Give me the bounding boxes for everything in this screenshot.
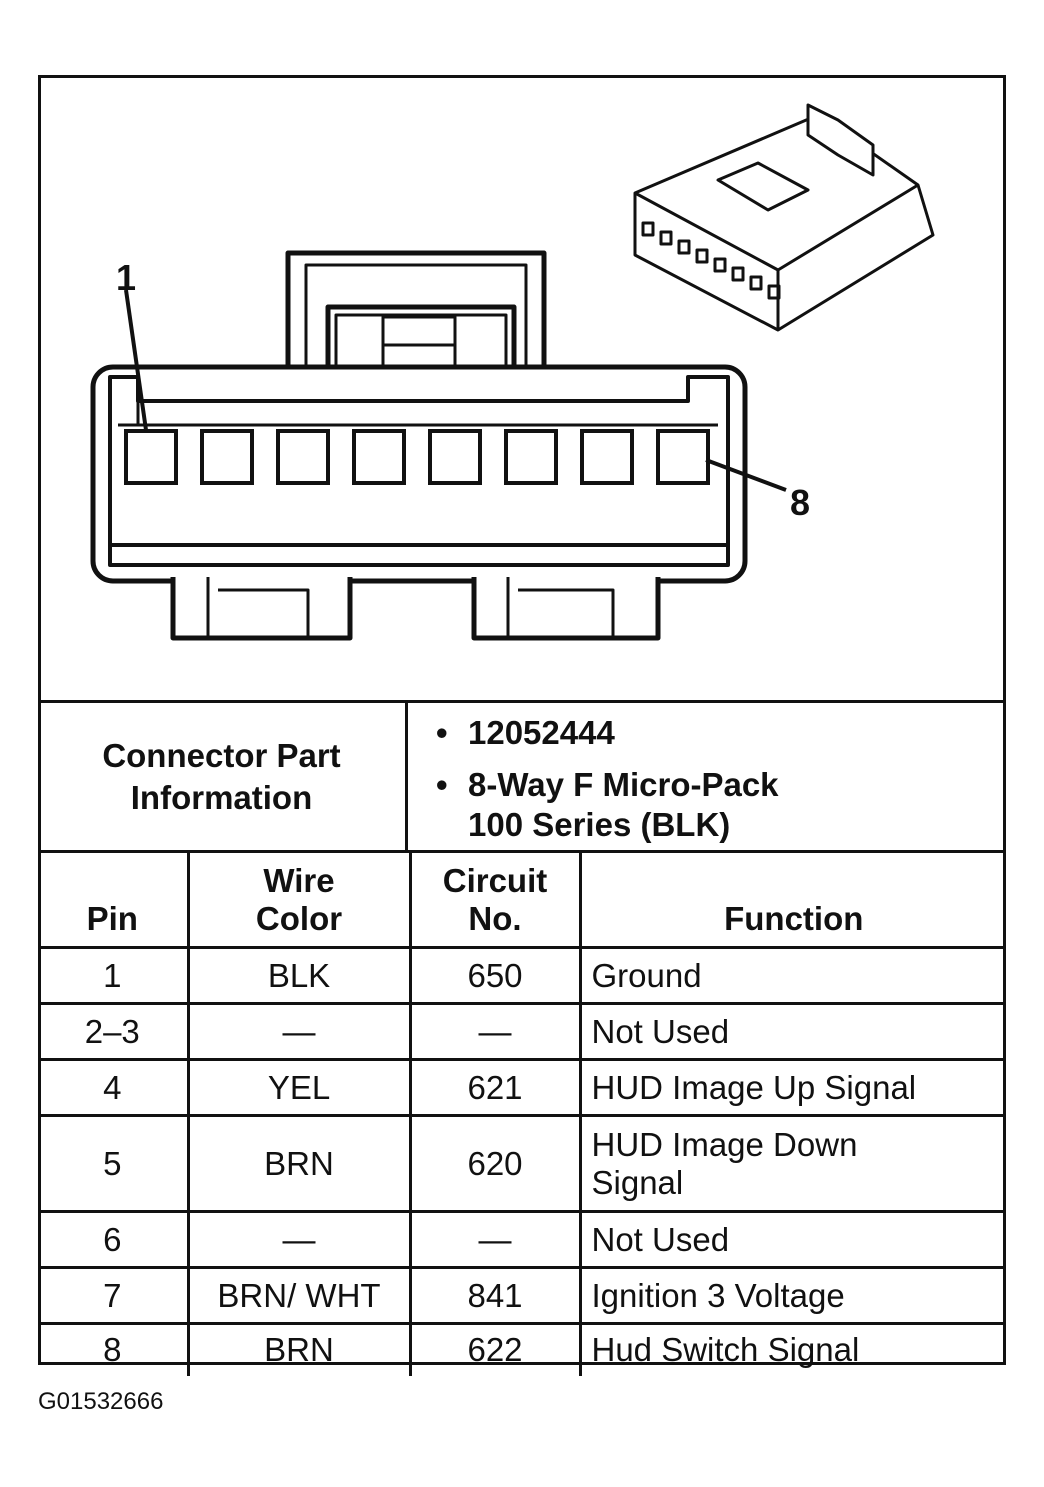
cell-circuit: —	[408, 1002, 582, 1061]
connector-isometric-view	[633, 103, 935, 332]
cell-pin: 7	[38, 1266, 190, 1325]
pin-cavity	[124, 429, 178, 485]
table-row: 6 — — Not Used	[38, 1210, 1006, 1269]
bullet: •	[436, 766, 448, 803]
cell-pin: 2–3	[38, 1002, 190, 1061]
iso-pin-cavities	[641, 221, 781, 300]
table-row: 1 BLK 650 Ground	[38, 946, 1006, 1005]
pin-cavity	[200, 429, 254, 485]
cell-wire-color: BRN	[186, 1114, 412, 1213]
cell-function: Ignition 3 Voltage	[578, 1266, 1006, 1325]
pin-cavity	[504, 429, 558, 485]
cell-wire-color: BRN	[186, 1322, 412, 1376]
bullet: •	[436, 714, 448, 751]
part-number: 12052444	[468, 714, 615, 751]
pin-cavity	[428, 429, 482, 485]
cell-pin: 8	[38, 1322, 190, 1376]
cell-function: Ground	[578, 946, 1006, 1005]
cell-circuit: 621	[408, 1058, 582, 1117]
pin-1-label: 1	[116, 257, 136, 298]
pin-cavity	[580, 429, 634, 485]
header-function: Function	[578, 850, 1006, 949]
table-row: 7 BRN/ WHT 841 Ignition 3 Voltage	[38, 1266, 1006, 1325]
connector-info-label: Connector Part Information	[38, 703, 408, 850]
header-pin: Pin	[38, 850, 190, 949]
connector-diagram: 1 8	[90, 103, 935, 641]
cell-function: Not Used	[578, 1002, 1006, 1061]
pin-cavities	[124, 429, 710, 485]
table-row: 2–3 — — Not Used	[38, 1002, 1006, 1061]
cell-wire-color: BRN/ WHT	[186, 1266, 412, 1325]
part-description-line2: 100 Series (BLK)	[468, 806, 731, 843]
connector-face-view	[90, 250, 748, 641]
pin-cavity	[276, 429, 330, 485]
cell-circuit: —	[408, 1210, 582, 1269]
cell-pin: 6	[38, 1210, 190, 1269]
pin-1-leader-line	[124, 289, 148, 431]
pin-8-leader-line	[705, 458, 787, 492]
part-description-row: • 8-Way F Micro-Pack 100 Series (BLK)	[436, 765, 779, 845]
cell-circuit: 650	[408, 946, 582, 1005]
cell-function: HUD Image Up Signal	[578, 1058, 1006, 1117]
cell-pin: 4	[38, 1058, 190, 1117]
cell-wire-color: —	[186, 1002, 412, 1061]
table-row: 8 BRN 622 Hud Switch Signal	[38, 1322, 1006, 1376]
part-description-line1: 8-Way F Micro-Pack	[468, 766, 779, 803]
cell-wire-color: —	[186, 1210, 412, 1269]
cell-circuit: 620	[408, 1114, 582, 1213]
cell-circuit: 841	[408, 1266, 582, 1325]
pin-cavity	[656, 429, 710, 485]
pin-8-label: 8	[790, 482, 810, 523]
cell-circuit: 622	[408, 1322, 582, 1376]
figure-id: G01532666	[38, 1388, 164, 1415]
cell-pin: 1	[38, 946, 190, 1005]
connector-info-values: • 12052444 • 8-Way F Micro-Pack 100 Seri…	[408, 703, 1003, 850]
cell-function: Hud Switch Signal	[578, 1322, 1006, 1376]
pin-cavity	[352, 429, 406, 485]
table-row: 4 YEL 621 HUD Image Up Signal	[38, 1058, 1006, 1117]
cell-pin: 5	[38, 1114, 190, 1213]
cell-wire-color: BLK	[186, 946, 412, 1005]
part-number-row: • 12052444	[436, 713, 615, 753]
cell-function: Not Used	[578, 1210, 1006, 1269]
cell-wire-color: YEL	[186, 1058, 412, 1117]
connector-info-section: Connector Part Information • 12052444 • …	[38, 700, 1006, 850]
